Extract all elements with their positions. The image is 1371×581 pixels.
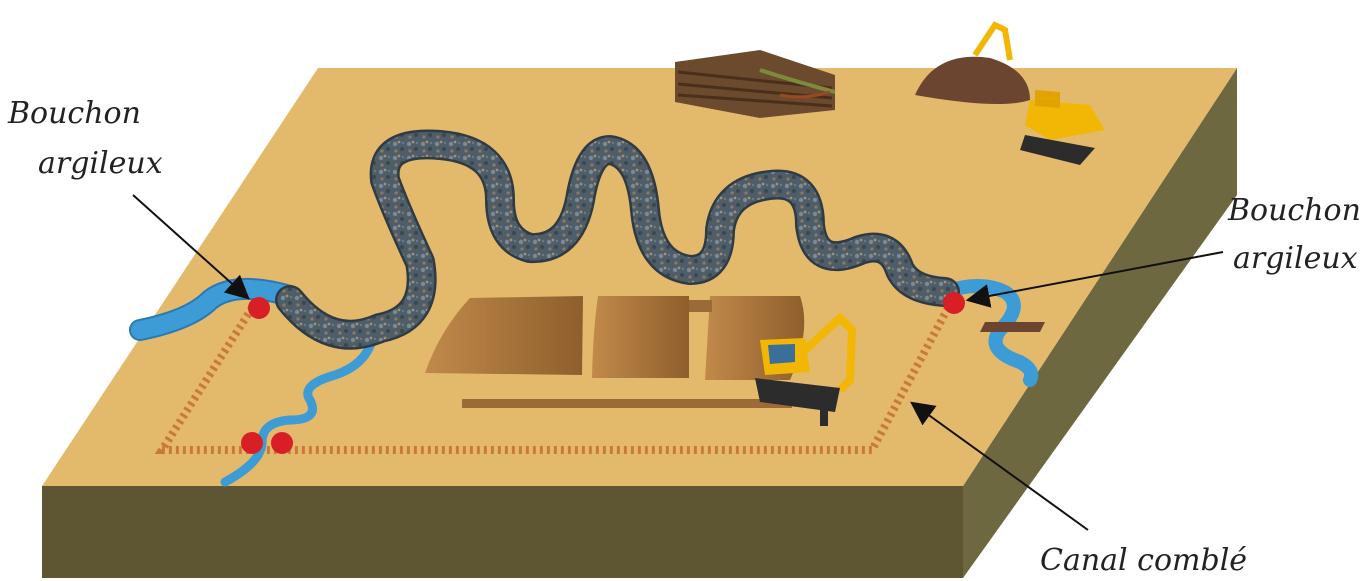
signboard-illustration [980,322,1045,332]
parcel-2 [592,296,689,378]
clay-plug-bottom-b [271,432,293,454]
parcel-gap [689,300,712,312]
clay-plug-left [248,297,270,319]
plug-right-label-line2: argileux [1233,241,1358,276]
parcel-strip [462,399,792,408]
plug-left-label-line1: Bouchon [7,96,141,131]
clay-plug-bottom-a [241,432,263,454]
filled-channel-label: Canal comblé [1040,543,1247,578]
plug-right-label-line1: Bouchon [1227,193,1361,228]
dirt-mound [915,57,1030,104]
plug-left-label-line2: argileux [38,146,163,181]
terrain-front-face [42,486,963,578]
clay-plug-right [943,292,965,314]
